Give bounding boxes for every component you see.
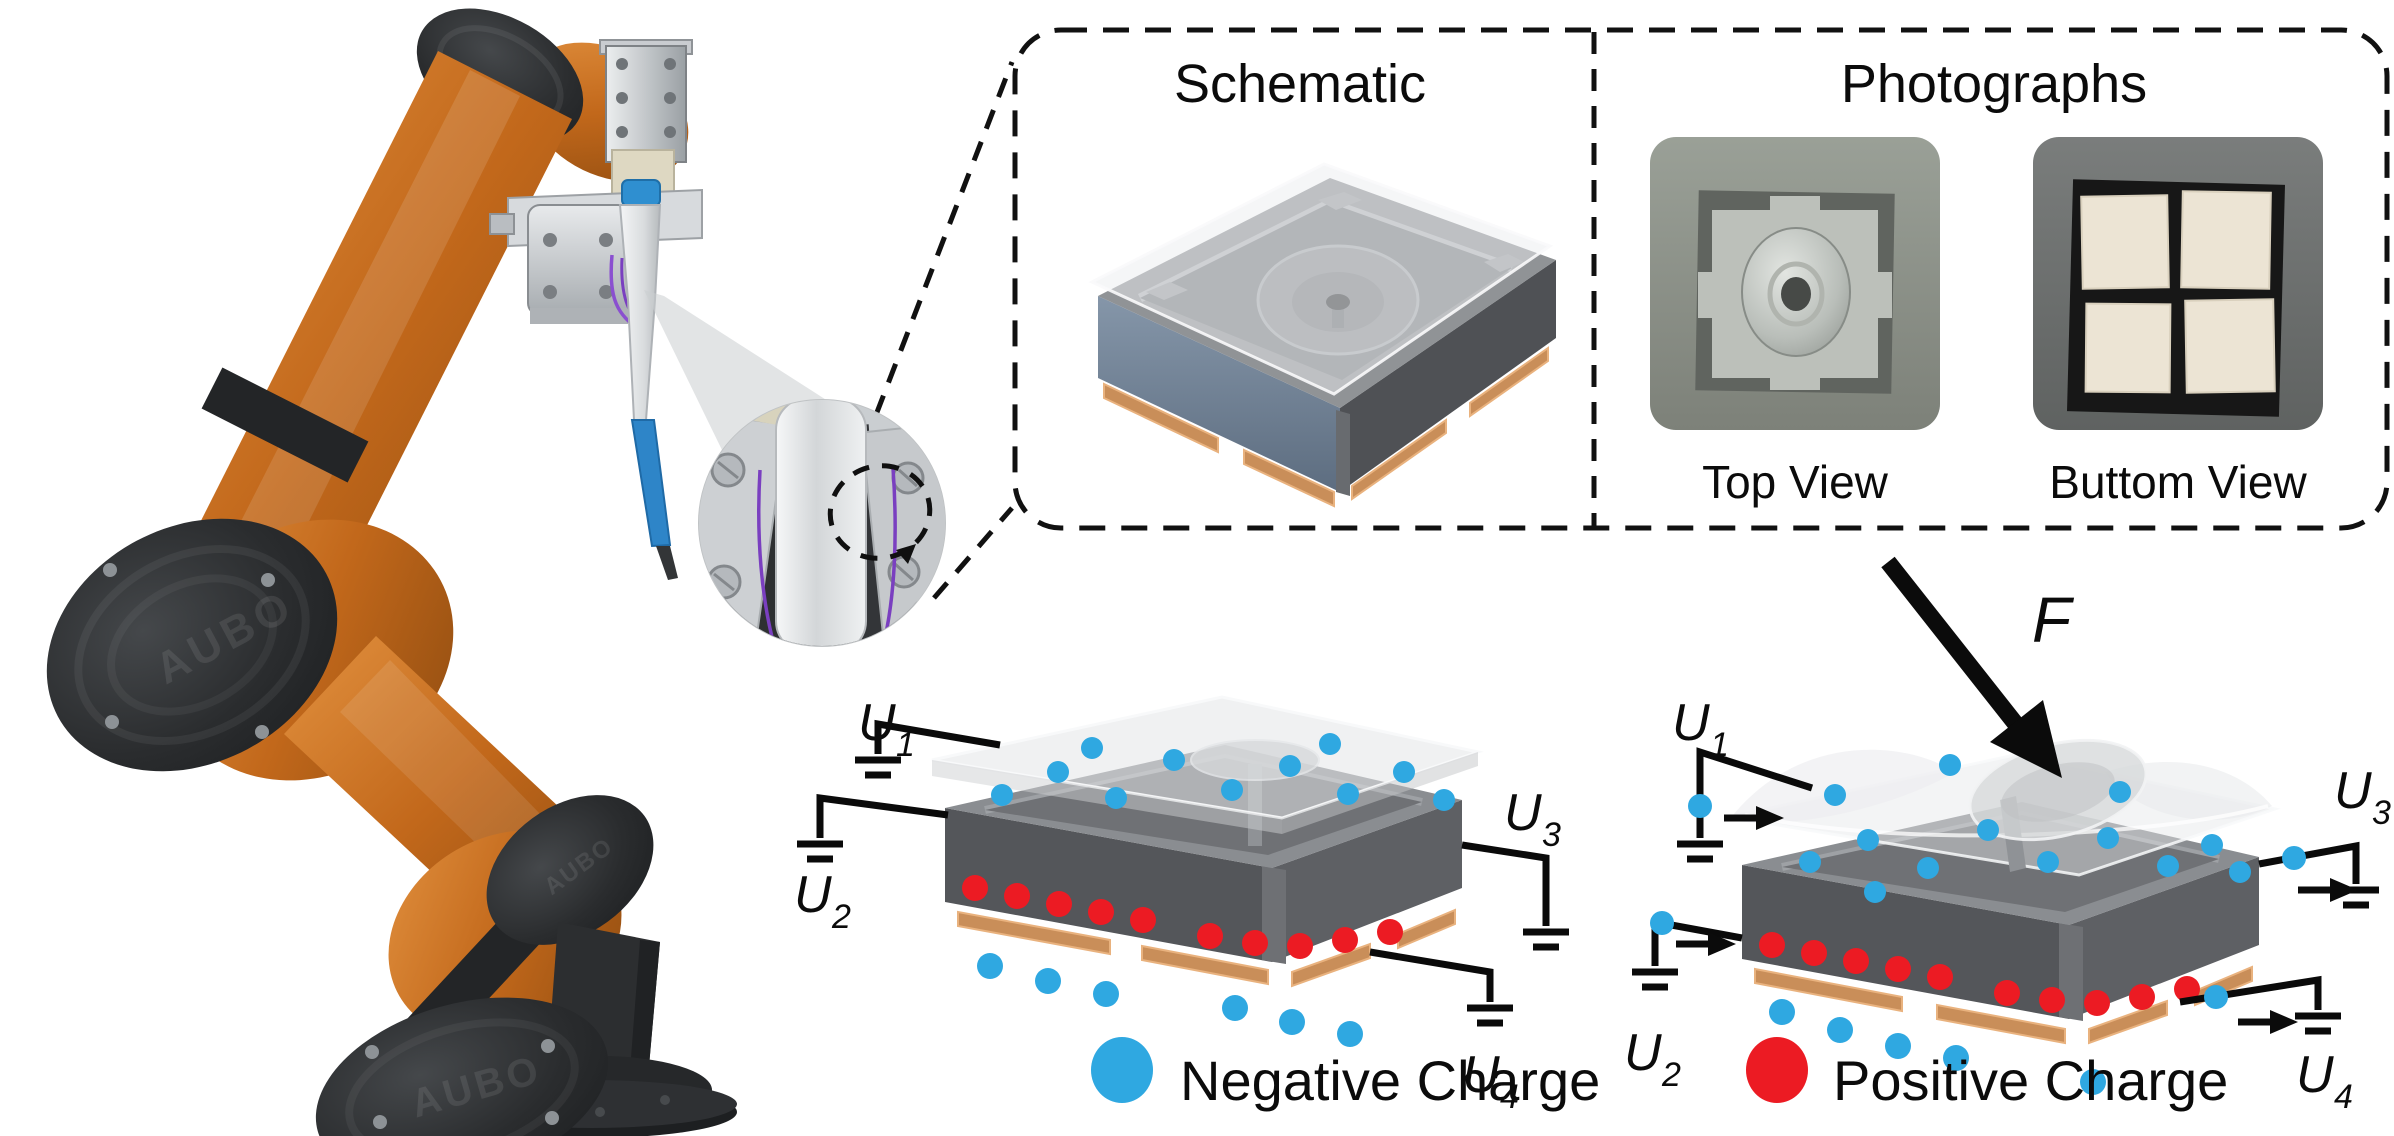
- elbow-joint-cap: [486, 795, 654, 945]
- magnifier-inset: [644, 61, 1015, 647]
- positive-charge-label: Positive Charge: [1833, 1049, 2228, 1112]
- charge-on-wire: [1688, 794, 1712, 818]
- svg-text:4: 4: [1500, 1078, 1519, 1116]
- photo-bottom-view: [2033, 137, 2323, 430]
- deformed-membrane: [1728, 738, 2281, 877]
- u3-label: U: [1504, 784, 1542, 842]
- inset-box: Schematic Photographs: [1012, 27, 2390, 531]
- u1-label: U: [858, 694, 896, 752]
- force-arrow: F: [1881, 556, 2075, 778]
- pipette-tip-shaft: [630, 419, 672, 548]
- positive-charge-swatch: [1746, 1037, 1808, 1103]
- robot-arm: AUBO AUBO AUBO: [46, 8, 737, 1136]
- svg-text:2: 2: [1661, 1056, 1681, 1094]
- sensor-diagram-rest: U 1 U 2 U 3 U 4: [794, 694, 1569, 1116]
- charge-on-wire: [2282, 846, 2306, 870]
- svg-text:3: 3: [1542, 816, 1561, 854]
- highlight-dashed-ellipse: [827, 463, 933, 561]
- bottom-view-label: Buttom View: [2049, 456, 2307, 508]
- charge-on-wire: [2204, 985, 2228, 1009]
- negative-charge-label: Negative Charge: [1180, 1049, 1600, 1112]
- schematic-device: [1088, 162, 1556, 508]
- photo-top-view: [1650, 137, 1940, 430]
- copper-electrode: [1141, 944, 1269, 986]
- negative-charges-cavity: [991, 733, 1455, 811]
- svg-text:3: 3: [2372, 794, 2391, 832]
- terminal-u1: U 1: [855, 694, 1001, 779]
- top-view-label: Top View: [1702, 456, 1889, 508]
- positive-charges: [962, 875, 1403, 959]
- probe-cylinder: [775, 400, 867, 646]
- terminal-u2: U 2: [794, 794, 949, 936]
- terminal-u2: U 2: [1624, 911, 1743, 1094]
- terminal-u4: U 4: [1369, 948, 1519, 1116]
- device-lid: [1088, 162, 1554, 396]
- side-knob: [489, 213, 515, 235]
- copper-electrode: [1936, 1003, 2066, 1045]
- terminal-u4: U 4: [2179, 975, 2353, 1116]
- u2-label: U: [794, 866, 832, 924]
- negative-charge-swatch: [1091, 1037, 1153, 1103]
- svg-text:1: 1: [1710, 726, 1729, 764]
- positive-charges: [1759, 932, 2200, 1016]
- copper-electrode: [2088, 999, 2168, 1045]
- u3-label: U: [2334, 762, 2372, 820]
- terminal-u3: U 3: [2258, 762, 2391, 909]
- photographs-title: Photographs: [1841, 54, 2147, 114]
- force-arrowhead: [1990, 700, 2062, 778]
- u2-label: U: [1624, 1024, 1662, 1082]
- upper-arm-tube: [163, 51, 572, 664]
- pipette-cap: [621, 179, 661, 207]
- svg-text:2: 2: [831, 898, 851, 936]
- force-label: F: [2032, 584, 2075, 656]
- terminal-u1: U 1: [1672, 694, 1814, 863]
- legend: Negative Charge Positive Charge: [1091, 1037, 2228, 1112]
- terminal-u3: U 3: [1461, 784, 1569, 951]
- copper-electrode: [957, 910, 1111, 956]
- arm-ring-upper: [201, 367, 369, 483]
- zoom-connector-bottom: [932, 506, 1014, 600]
- electrode-pad: [2180, 190, 2272, 290]
- copper-electrode: [1754, 967, 1903, 1013]
- schematic-title: Schematic: [1174, 54, 1426, 114]
- negative-charges-cavity: [1799, 754, 2251, 903]
- charge-on-wire: [1650, 911, 1674, 935]
- u4-label: U: [1462, 1046, 1500, 1104]
- electrode-pad: [2084, 302, 2172, 394]
- negative-charges-below: [977, 953, 1363, 1047]
- wire-purple: [882, 467, 897, 643]
- zoom-connector-top: [861, 61, 1015, 447]
- current-arrow: [2330, 878, 2358, 902]
- negative-charges-below: [1769, 999, 2106, 1095]
- svg-text:4: 4: [2334, 1078, 2353, 1116]
- wire-purple: [757, 469, 776, 646]
- current-arrow: [1756, 806, 1784, 830]
- copper-electrode: [1291, 942, 1371, 988]
- current-arrow: [1708, 932, 1736, 956]
- svg-text:1: 1: [896, 726, 915, 764]
- electrode-pad: [2184, 298, 2276, 394]
- pipette-tip: [656, 546, 678, 580]
- u4-label: U: [2296, 1046, 2334, 1104]
- sensor-diagram-pressed: F: [1624, 556, 2391, 1116]
- u1-label: U: [1672, 694, 1710, 752]
- pipette: [618, 179, 678, 580]
- electrode-pad: [2080, 194, 2170, 290]
- copper-electrode: [1397, 908, 1456, 950]
- current-arrow: [2270, 1010, 2298, 1034]
- shoulder-joint-cap-bottom: [315, 997, 609, 1136]
- end-effector: [489, 39, 703, 580]
- highlight-arrowhead: [896, 544, 916, 564]
